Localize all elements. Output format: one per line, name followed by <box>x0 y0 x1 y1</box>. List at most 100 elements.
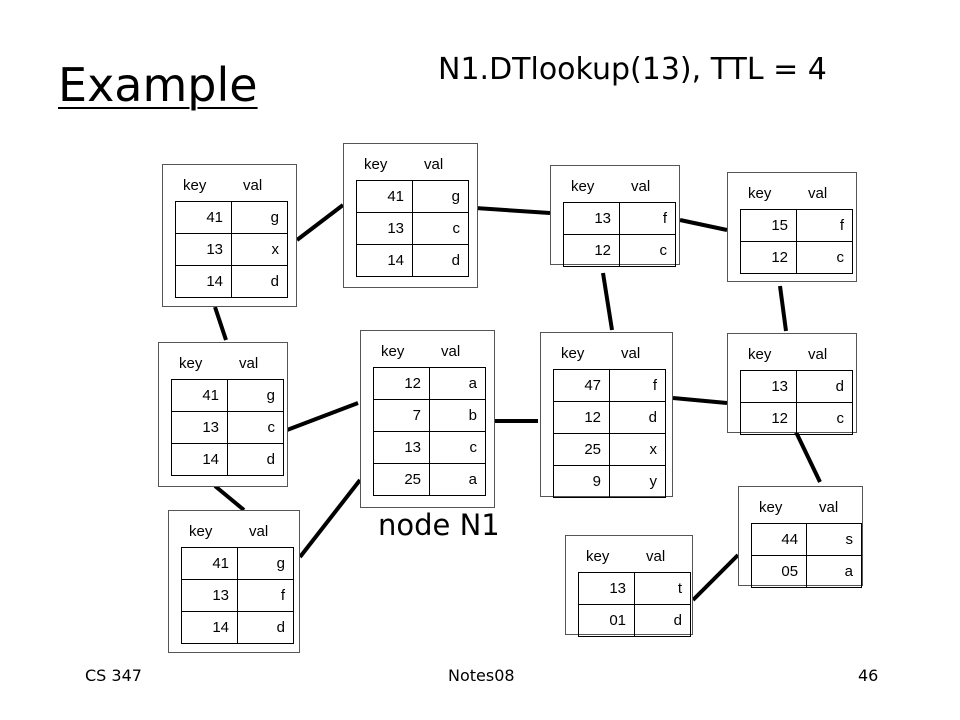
val-cell: d <box>237 611 294 644</box>
key-cell: 15 <box>740 209 797 242</box>
key-cell: 41 <box>356 180 413 213</box>
val-cell: x <box>231 233 288 266</box>
header-val-label: val <box>239 355 259 372</box>
val-cell: c <box>227 411 284 444</box>
key-cell: 25 <box>553 433 610 466</box>
header-key-label: key <box>759 499 783 516</box>
key-cell: 13 <box>578 572 635 605</box>
header-key-label: key <box>183 177 207 194</box>
node-n1-label: node N1 <box>378 508 500 542</box>
key-cell: 13 <box>171 411 228 444</box>
key-cell: 7 <box>373 399 430 432</box>
val-cell: x <box>609 433 666 466</box>
key-cell: 13 <box>740 370 797 403</box>
val-cell: d <box>609 401 666 434</box>
val-cell: g <box>231 201 288 234</box>
key-cell: 13 <box>563 202 620 235</box>
header-key-label: key <box>748 346 772 363</box>
val-cell: g <box>412 180 469 213</box>
key-cell: 41 <box>171 379 228 412</box>
val-cell: f <box>609 369 666 402</box>
val-cell: d <box>231 265 288 298</box>
val-cell: g <box>237 547 294 580</box>
key-cell: 25 <box>373 463 430 496</box>
node-header: key val <box>728 185 856 203</box>
key-cell: 47 <box>553 369 610 402</box>
header-val-label: val <box>243 177 263 194</box>
header-key-label: key <box>748 185 772 202</box>
edge-g-h <box>794 431 822 483</box>
node-header: key val <box>566 548 692 566</box>
edge-a-b <box>295 203 345 242</box>
val-cell: f <box>796 209 853 242</box>
edge-f-g <box>672 396 728 405</box>
edge-c-f <box>601 272 614 331</box>
footer-page-number: 46 <box>858 666 879 685</box>
node-header: key val <box>163 177 296 195</box>
key-cell: 01 <box>578 604 635 637</box>
header-val-label: val <box>808 185 828 202</box>
edge-a-e <box>213 306 228 341</box>
val-cell: f <box>237 579 294 612</box>
header-key-label: key <box>586 548 610 565</box>
key-cell: 12 <box>740 241 797 274</box>
val-cell: y <box>609 465 666 498</box>
header-key-label: key <box>364 156 388 173</box>
key-cell: 12 <box>373 367 430 400</box>
slide-title: Example <box>58 58 258 112</box>
val-cell: c <box>412 212 469 245</box>
key-cell: 12 <box>740 402 797 435</box>
footer-course: CS 347 <box>85 666 142 685</box>
val-cell: c <box>796 402 853 435</box>
header-val-label: val <box>441 343 461 360</box>
key-cell: 14 <box>171 443 228 476</box>
key-cell: 12 <box>553 401 610 434</box>
header-val-label: val <box>819 499 839 516</box>
val-cell: d <box>412 244 469 277</box>
key-cell: 13 <box>181 579 238 612</box>
key-cell: 9 <box>553 465 610 498</box>
key-cell: 13 <box>356 212 413 245</box>
key-cell: 05 <box>750 555 808 588</box>
val-cell: d <box>796 370 853 403</box>
val-cell: s <box>806 523 862 556</box>
val-cell: f <box>619 202 676 235</box>
val-cell: c <box>429 431 486 464</box>
header-val-label: val <box>646 548 666 565</box>
val-cell: d <box>227 443 284 476</box>
